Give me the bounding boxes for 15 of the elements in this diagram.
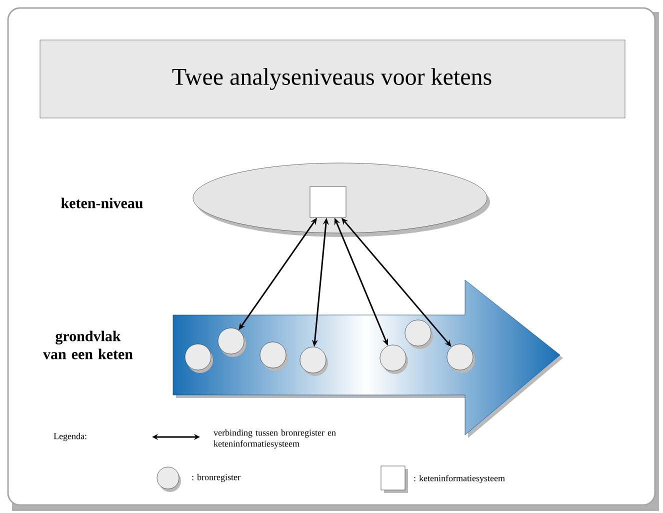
circle <box>404 320 433 349</box>
legend-heading: Legenda: <box>54 432 86 442</box>
square <box>310 186 346 218</box>
circle <box>260 342 288 371</box>
circle <box>380 344 408 374</box>
node-label: grondvlak van een keten <box>43 330 133 360</box>
title-box: Twee analyseniveaus voor ketens <box>40 40 626 118</box>
legend-text: verbinding tussen bronregister en keteninformatiesysteem <box>214 429 336 449</box>
circle <box>300 346 328 376</box>
circle <box>184 344 213 373</box>
legend-text: : bronregister <box>192 474 240 482</box>
legend-text: : keteninformatiesysteem <box>414 474 505 484</box>
node-label: keten-niveau <box>61 198 143 208</box>
circle <box>446 344 475 373</box>
circle <box>218 328 246 357</box>
